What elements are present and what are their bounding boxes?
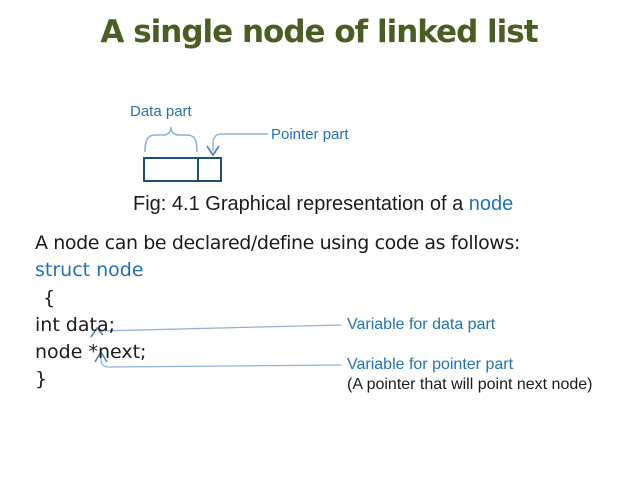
pointer-variable-note: Variable for pointer part bbox=[347, 356, 514, 373]
node-data-cell bbox=[145, 159, 199, 180]
data-part-label: Data part bbox=[130, 103, 192, 120]
code-line-int-data: int data; bbox=[35, 314, 116, 336]
code-line-node-next: node *next; bbox=[35, 341, 147, 363]
intro-text: A node can be declared/define using code… bbox=[35, 232, 520, 254]
page-title: A single node of linked list bbox=[100, 14, 538, 50]
figure-caption-text: Fig: 4.1 Graphical representation of a bbox=[133, 193, 464, 215]
node-pointer-cell bbox=[199, 159, 220, 180]
pointer-part-arrow-icon bbox=[206, 145, 220, 157]
data-variable-connector bbox=[98, 324, 342, 332]
figure-caption-term: node bbox=[468, 193, 514, 215]
pointer-part-connector bbox=[212, 133, 268, 151]
data-variable-note: Variable for data part bbox=[347, 316, 496, 333]
data-part-brace-icon bbox=[144, 126, 198, 153]
code-line-open-brace: { bbox=[43, 287, 56, 309]
code-line-close-brace: } bbox=[35, 368, 48, 390]
figure-caption: Fig: 4.1 Graphical representation of a n… bbox=[133, 193, 513, 216]
node-box bbox=[143, 157, 222, 182]
pointer-variable-subnote: (A pointer that will point next node) bbox=[347, 376, 593, 393]
pointer-part-label: Pointer part bbox=[271, 126, 349, 143]
code-line-struct-node: struct node bbox=[35, 259, 144, 281]
